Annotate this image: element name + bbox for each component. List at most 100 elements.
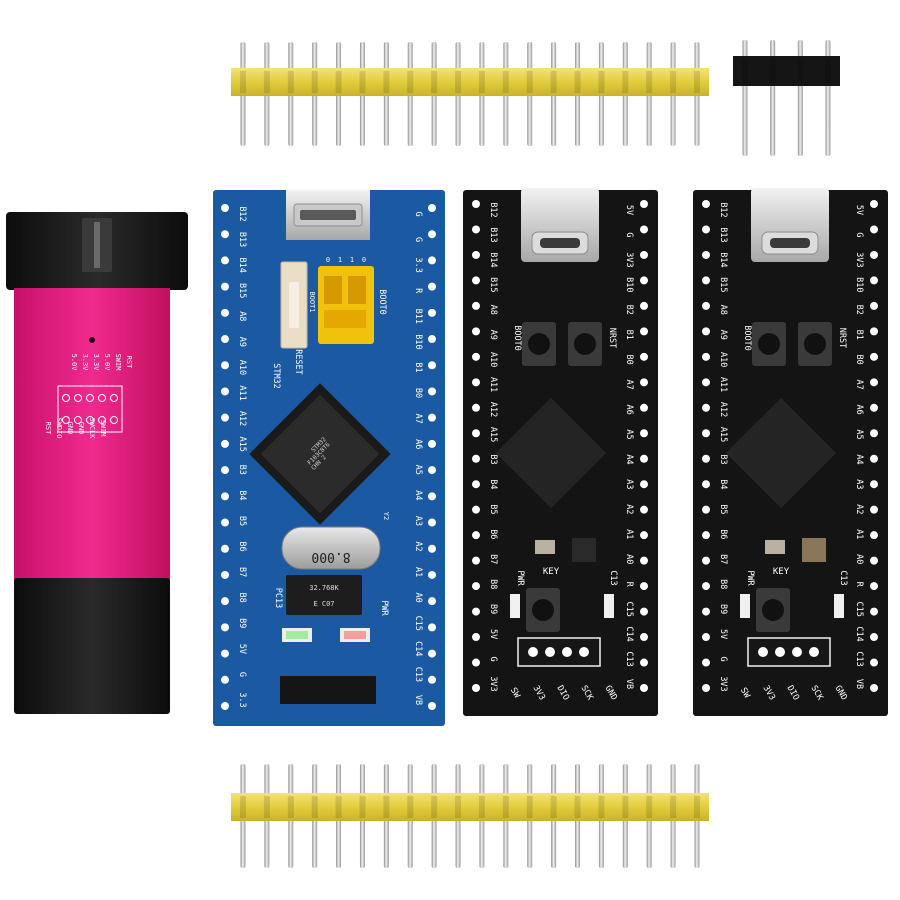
blue-board-hole	[428, 387, 436, 396]
bottom-long-header-pin-notch	[335, 796, 342, 818]
black-board-1-hole	[640, 505, 648, 514]
top-long-header-pin-notch	[478, 71, 485, 93]
black-board-2-hole	[870, 633, 878, 642]
black-board-2-hole	[870, 327, 878, 336]
black-board-left-label: A12	[488, 402, 498, 417]
black-board-left-label: B7	[488, 554, 498, 564]
blue-board-right-label: 3.3	[413, 257, 423, 272]
top-long-header-pin-notch	[622, 71, 629, 93]
black-board-2-hole	[870, 250, 878, 259]
bottom-long-header-pin-notch	[311, 796, 318, 818]
black-board-right-label: A1	[854, 529, 864, 539]
programmer-pin-dot	[86, 394, 94, 402]
blue-board-right-label: R	[413, 288, 423, 294]
blue-board-hole	[221, 466, 229, 475]
bottom-long-header-pin-notch	[526, 796, 533, 818]
top-short-header-pin-notch	[825, 59, 831, 83]
bottom-long-header-pin-notch	[574, 796, 581, 818]
blue-board-left-label: 3.3	[237, 692, 247, 707]
black-board-right-label: C15	[854, 601, 864, 616]
programmer-pin-dot	[62, 416, 70, 424]
black-board-1-mcu	[495, 397, 607, 509]
black-board-left-label: 3V3	[488, 676, 498, 691]
black-board-left-label: A12	[718, 402, 728, 417]
black-board-1-hole	[640, 633, 648, 642]
black-board-2-hole	[870, 531, 878, 540]
blue-board-hole	[221, 439, 229, 448]
programmer-pin-dot	[74, 416, 82, 424]
black-board-left-label: B12	[718, 202, 728, 217]
black-board-right-label: A3	[854, 479, 864, 489]
black-board-right-label: C13	[624, 651, 634, 666]
black-board-right-label: 3V3	[854, 252, 864, 267]
black-board-left-label: B12	[488, 202, 498, 217]
blue-board-hole	[428, 204, 436, 212]
black-board-2-hole	[870, 200, 878, 208]
black-board-left-label: B4	[718, 479, 728, 489]
black-board-1-hole	[472, 250, 480, 259]
pin-header-top-long	[231, 42, 709, 146]
black-board-left-label: B9	[718, 604, 728, 614]
bottom-long-header-pin-notch	[383, 796, 390, 818]
blue-board-hole	[221, 361, 229, 370]
blue-board-hole	[221, 597, 229, 606]
black-board-left-label: B7	[718, 554, 728, 564]
black-board-left-label: B14	[718, 252, 728, 267]
blue-board-hole	[428, 308, 436, 317]
blue-board-right-label: G	[413, 211, 423, 216]
blue-board-swd-header	[280, 676, 376, 704]
blue-board-hole	[221, 256, 229, 265]
black-board-1-led-pwr	[510, 594, 520, 618]
blue-board-hole	[428, 439, 436, 448]
programmer-pin-label: 5.0V	[103, 354, 111, 372]
programmer-pin-label: SWDIO	[55, 417, 63, 438]
black-board-left-label: B6	[488, 529, 498, 539]
top-long-header-pin-notch	[455, 71, 462, 93]
blue-board-jumper-mark: 0	[326, 256, 330, 264]
blue-board-hole	[221, 335, 229, 344]
blue-board-left-label: A15	[237, 437, 247, 452]
blue-board-hole	[221, 413, 229, 422]
top-long-header-pin-notch	[502, 71, 509, 93]
bottom-long-header-pin-notch	[240, 796, 246, 818]
black-board-swd-hole	[528, 647, 538, 657]
blue-board-jumper-mark: 1	[350, 256, 354, 264]
black-board-right-label: 3V3	[624, 252, 634, 267]
black-board-right-label: A1	[624, 529, 634, 539]
bottom-long-header-pin-notch	[287, 796, 294, 818]
black-board-1-hole	[640, 582, 648, 591]
black-board-1-hole	[472, 607, 480, 616]
bottom-long-header-pin-notch	[359, 796, 366, 818]
black-board-swd-hole	[809, 647, 819, 657]
black-board-left-label: B15	[718, 277, 728, 292]
top-long-header-pin-notch	[574, 71, 581, 93]
blue-board-right-label: A1	[413, 567, 423, 577]
programmer-pin-label: 3.3V	[81, 354, 89, 372]
top-long-header-pin-notch	[335, 71, 342, 93]
black-board-left-label: A15	[718, 427, 728, 442]
blue-board-left-label: B7	[237, 567, 247, 577]
black-board-right-label: B0	[624, 355, 634, 365]
blue-board-hole	[221, 387, 229, 396]
top-long-header-pin-notch	[383, 71, 390, 93]
blue-board-hole	[221, 702, 229, 710]
black-board-1-hole	[472, 454, 480, 463]
programmer-pin-label: 5.0V	[70, 354, 78, 372]
black-board-right-label: A3	[624, 479, 634, 489]
blue-board-hole	[428, 466, 436, 475]
black-board-left-label: 5V	[718, 629, 728, 639]
black-board-1-hole	[640, 352, 648, 361]
black-pill-board-2: B12B13B14B15A8A9A10A11A12A15B3B4B5B6B7B8…	[693, 188, 888, 716]
blue-board-left-label: B6	[237, 541, 247, 551]
black-board-right-label: A0	[854, 554, 864, 564]
blue-board-pc13-label: PC13	[273, 588, 283, 608]
blue-board-right-label: A4	[413, 490, 423, 500]
black-board-2-hole	[702, 301, 710, 310]
black-board-right-label: G	[854, 232, 864, 237]
programmer-pin-dot	[98, 416, 106, 424]
black-board-1-hole	[472, 582, 480, 591]
black-board-1-hole	[472, 301, 480, 310]
black-board-1-crystal	[572, 538, 596, 562]
